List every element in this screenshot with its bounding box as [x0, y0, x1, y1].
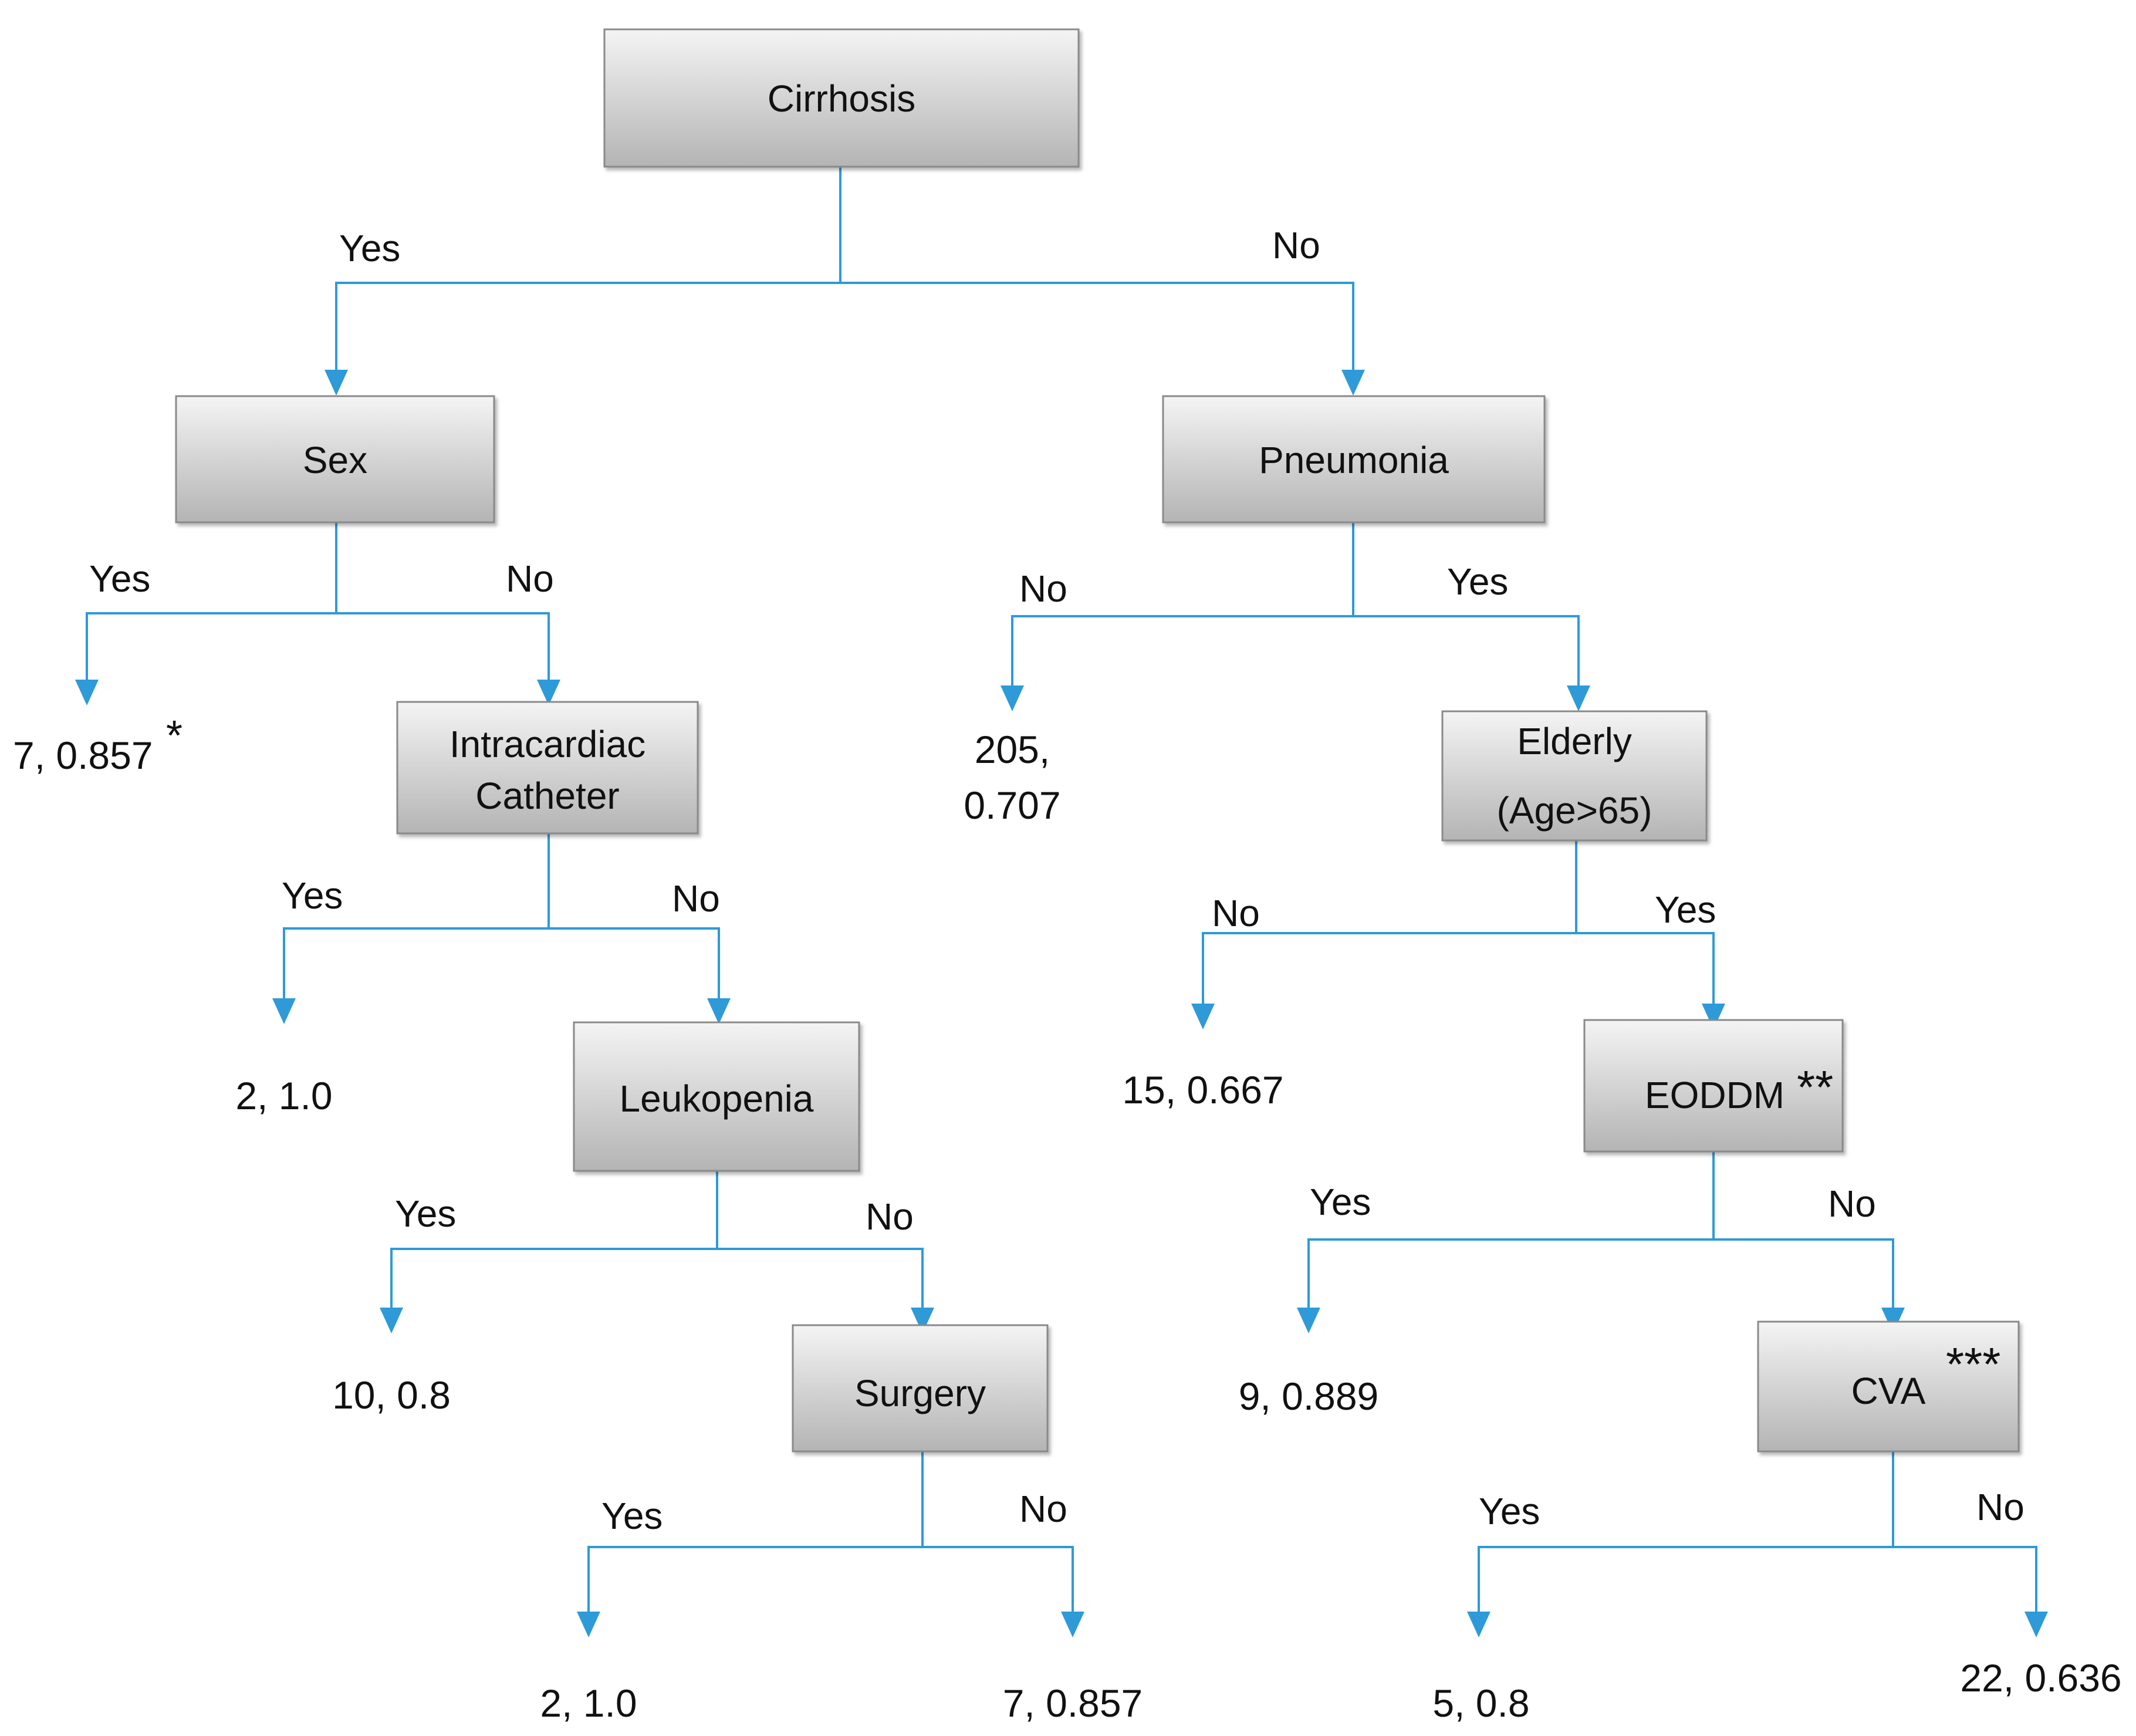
node-elderly: Elderly (Age>65) — [1441, 710, 1708, 842]
cva-footnote-mark: *** — [1946, 1338, 2000, 1390]
leaf-sex-yes: 7, 0.857 — [13, 734, 153, 777]
edge-cirrhosis-yes — [335, 282, 840, 377]
edge-leukopenia-no — [717, 1248, 924, 1315]
edge-pneumonia-yes — [1353, 615, 1580, 693]
leaf-pneumonia-no-line1: 205, — [975, 728, 1050, 771]
edges — [86, 167, 2037, 1619]
edge-label-cva-yes: Yes — [1479, 1490, 1540, 1532]
leaf-intracardiac-yes: 2, 1.0 — [235, 1074, 332, 1117]
arrowhead — [2025, 1612, 2048, 1637]
leaf-surgery-yes: 2, 1.0 — [540, 1681, 637, 1725]
node-sex: Sex — [175, 395, 495, 523]
leaf-leukopenia-yes: 10, 0.8 — [332, 1373, 451, 1417]
edge-intracardiac-no — [549, 927, 720, 1005]
edge-cva-no — [1893, 1546, 2037, 1619]
edge-label-cirrhosis-no: No — [1272, 224, 1320, 266]
edge-label-surgery-no: No — [1019, 1488, 1067, 1530]
arrowhead — [1191, 1004, 1215, 1029]
arrowheads — [75, 370, 2048, 1637]
node-label-eoddm: EODDM — [1645, 1074, 1784, 1116]
leaf-eoddm-yes: 9, 0.889 — [1239, 1374, 1379, 1418]
edge-label-eoddm-yes: Yes — [1310, 1181, 1371, 1223]
arrowhead — [325, 370, 348, 396]
edge-label-eoddm-no: No — [1828, 1183, 1876, 1225]
node-label-pneumonia: Pneumonia — [1259, 439, 1449, 481]
edge-surgery-no — [922, 1546, 1074, 1619]
arrowhead — [537, 680, 560, 705]
arrowhead — [707, 998, 731, 1024]
leaf-cva-no: 22, 0.636 — [1960, 1656, 2121, 1700]
arrowhead — [577, 1612, 600, 1637]
leaf-values: 7, 0.857 * 205, 0.707 2, 1.0 15, 0.667 1… — [13, 712, 2122, 1725]
leaf-sex-yes-footnote-mark: * — [166, 712, 182, 759]
arrowhead — [1467, 1612, 1491, 1637]
arrowhead — [75, 680, 99, 705]
edge-label-cirrhosis-yes: Yes — [339, 227, 400, 269]
edge-label-sex-no: No — [506, 558, 554, 600]
leaf-elderly-no: 15, 0.667 — [1122, 1068, 1283, 1112]
edge-cirrhosis-no — [840, 282, 1354, 377]
edge-label-cva-no: No — [1976, 1486, 2025, 1528]
node-label-cirrhosis: Cirrhosis — [768, 77, 915, 120]
arrowhead — [1341, 370, 1365, 396]
edge-cva-yes — [1478, 1546, 1893, 1619]
edge-elderly-no — [1202, 932, 1576, 1011]
edge-surgery-yes — [587, 1546, 922, 1619]
edge-label-leukopenia-no: No — [866, 1195, 914, 1238]
node-intracardiac-catheter: Intracardiac Catheter — [396, 701, 699, 835]
arrowhead — [1001, 685, 1024, 711]
node-label-intracardiac-line1: Intracardiac — [449, 723, 645, 765]
node-label-sex: Sex — [303, 439, 367, 481]
node-cva: CVA *** — [1757, 1320, 2020, 1453]
arrowhead — [1297, 1308, 1320, 1333]
edge-leukopenia-yes — [390, 1248, 717, 1315]
edge-label-leukopenia-yes: Yes — [395, 1193, 456, 1235]
arrowhead — [1702, 1004, 1725, 1029]
edge-label-elderly-yes: Yes — [1655, 889, 1716, 931]
node-label-surgery: Surgery — [854, 1372, 986, 1414]
arrowhead — [1061, 1612, 1084, 1637]
node-label-elderly-line2: (Age>65) — [1496, 789, 1652, 832]
arrowhead — [1881, 1308, 1905, 1333]
node-cirrhosis: Cirrhosis — [603, 28, 1080, 168]
edge-label-pneumonia-yes: Yes — [1447, 560, 1508, 603]
node-surgery: Surgery — [792, 1324, 1049, 1453]
edge-label-surgery-yes: Yes — [601, 1495, 663, 1537]
edge-sex-no — [336, 612, 550, 687]
arrowhead — [380, 1308, 403, 1333]
edge-label-sex-yes: Yes — [89, 558, 150, 600]
node-label-elderly-line1: Elderly — [1517, 720, 1632, 762]
edge-label-pneumonia-no: No — [1019, 568, 1067, 610]
edge-intracardiac-yes — [283, 927, 549, 1005]
node-pneumonia: Pneumonia — [1162, 395, 1546, 523]
edge-pneumonia-no — [1011, 615, 1353, 693]
arrowhead — [911, 1308, 934, 1333]
leaf-surgery-no: 7, 0.857 — [1003, 1681, 1143, 1725]
node-label-leukopenia: Leukopenia — [620, 1078, 814, 1120]
edge-label-elderly-no: No — [1212, 892, 1260, 934]
edge-elderly-yes — [1576, 932, 1715, 1011]
nodes: Cirrhosis Sex Pneumonia Intracardiac Cat… — [175, 28, 2020, 1453]
arrowhead — [1567, 685, 1590, 711]
leaf-cva-yes: 5, 0.8 — [1432, 1681, 1529, 1725]
node-label-intracardiac-line2: Catheter — [475, 775, 619, 817]
node-label-cva: CVA — [1851, 1370, 1926, 1412]
arrowhead — [272, 998, 296, 1024]
edge-sex-yes — [86, 612, 336, 687]
edge-labels: Yes No Yes No No Yes Yes No No Yes Yes N… — [89, 224, 2025, 1537]
edge-label-intracardiac-yes: Yes — [282, 874, 343, 917]
node-eoddm: EODDM ** — [1583, 1019, 1844, 1153]
leaf-pneumonia-no-line2: 0.707 — [964, 783, 1060, 827]
edge-eoddm-no — [1713, 1238, 1894, 1315]
eoddm-footnote-mark: ** — [1797, 1061, 1833, 1113]
edge-eoddm-yes — [1307, 1238, 1713, 1315]
edge-label-intracardiac-no: No — [672, 877, 720, 920]
node-leukopenia: Leukopenia — [573, 1021, 860, 1172]
